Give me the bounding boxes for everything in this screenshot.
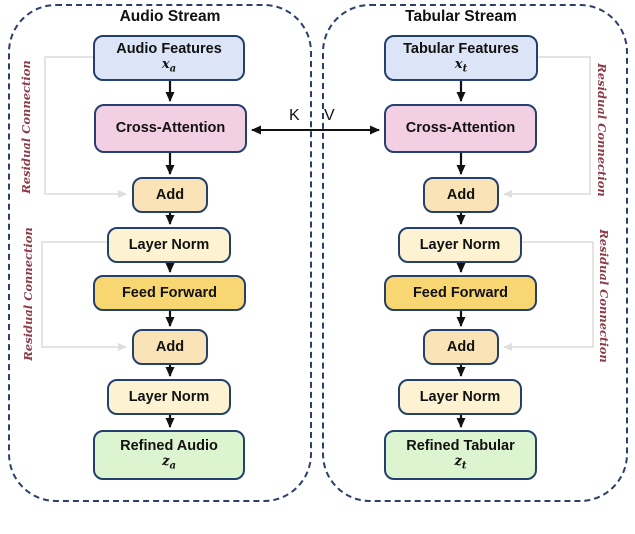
tabular-layer-norm1-label: Layer Norm: [419, 236, 501, 253]
refined-audio-label: Refined Audio: [120, 437, 218, 454]
audio-cross-attention-node: Cross-Attention: [94, 104, 247, 153]
audio-layer-norm2-node: Layer Norm: [107, 379, 231, 415]
refined-audio-node: Refined Audio za: [93, 430, 245, 480]
audio-layer-norm1-node: Layer Norm: [107, 227, 231, 263]
audio-layer-norm2-label: Layer Norm: [128, 388, 210, 405]
refined-tabular-symbol: zt: [454, 454, 467, 472]
tabular-features-label: Tabular Features: [403, 40, 519, 57]
tabular-layer-norm2-node: Layer Norm: [398, 379, 522, 415]
tabular-cross-attention-label: Cross-Attention: [405, 120, 516, 137]
tabular-layer-norm1-node: Layer Norm: [398, 227, 522, 263]
audio-add2-label: Add: [155, 338, 185, 355]
audio-features-label: Audio Features: [116, 40, 222, 57]
refined-tabular-node: Refined Tabular zt: [384, 430, 537, 480]
tabular-add1-label: Add: [446, 186, 476, 203]
refined-tabular-label: Refined Tabular: [406, 437, 515, 454]
tabular-features-symbol: xt: [454, 57, 468, 75]
audio-feed-forward-label: Feed Forward: [121, 284, 218, 301]
tabular-add2-node: Add: [423, 329, 499, 365]
audio-add1-node: Add: [132, 177, 208, 213]
audio-cross-attention-label: Cross-Attention: [115, 120, 226, 137]
tabular-add2-label: Add: [446, 338, 476, 355]
audio-features-symbol: xa: [161, 57, 177, 75]
tabular-add1-node: Add: [423, 177, 499, 213]
audio-feed-forward-node: Feed Forward: [93, 275, 246, 311]
tabular-layer-norm2-label: Layer Norm: [419, 388, 501, 405]
refined-audio-symbol: za: [162, 454, 176, 472]
tabular-cross-attention-node: Cross-Attention: [384, 104, 537, 153]
key-label: K: [289, 107, 300, 124]
tabular-stream-container: [322, 4, 628, 502]
audio-add1-label: Add: [155, 186, 185, 203]
tabular-features-node: Tabular Features xt: [384, 35, 538, 81]
tabular-feed-forward-node: Feed Forward: [384, 275, 537, 311]
audio-add2-node: Add: [132, 329, 208, 365]
audio-stream-container: [8, 4, 312, 502]
value-label: V: [324, 107, 335, 124]
audio-features-node: Audio Features xa: [93, 35, 245, 81]
tabular-feed-forward-label: Feed Forward: [412, 284, 509, 301]
residual-connection-label: Residual Connection: [19, 60, 33, 194]
audio-layer-norm1-label: Layer Norm: [128, 236, 210, 253]
tabular-stream-title: Tabular Stream: [405, 8, 517, 25]
residual-connection-label: Residual Connection: [597, 229, 611, 363]
residual-connection-label: Residual Connection: [21, 227, 35, 361]
audio-stream-title: Audio Stream: [119, 8, 221, 25]
residual-connection-label: Residual Connection: [595, 63, 609, 197]
